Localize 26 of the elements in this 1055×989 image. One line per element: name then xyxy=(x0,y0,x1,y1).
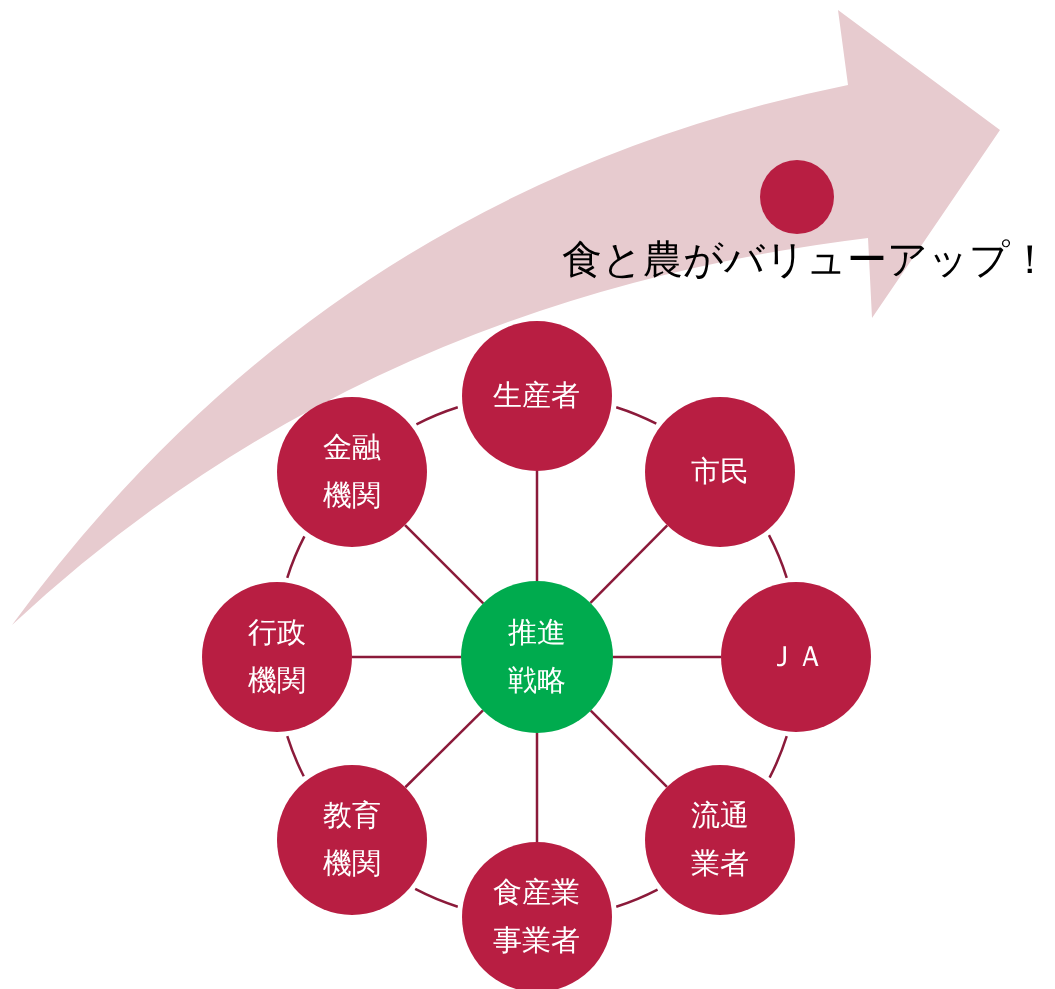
spoke-line xyxy=(535,733,539,842)
circle-label: 生産者 xyxy=(492,377,582,415)
ring-arc xyxy=(415,406,459,426)
ring-arc xyxy=(286,535,306,579)
ring-arc xyxy=(286,735,305,777)
circle-label: 金融機関 xyxy=(322,429,382,514)
ring-arc xyxy=(414,887,459,908)
circle-label: 市民 xyxy=(690,453,750,491)
ring-arc xyxy=(615,406,657,425)
circle-label: 行政機関 xyxy=(247,614,307,699)
spoke-line xyxy=(404,524,485,605)
spoke-line xyxy=(352,655,461,659)
circle-label: ＪＡ xyxy=(766,638,826,676)
circle-label: 教育機関 xyxy=(322,797,382,882)
circle-label: 推進戦略 xyxy=(507,614,567,699)
spoke-line xyxy=(589,709,668,788)
circle-label: 食産業事業者 xyxy=(492,874,582,959)
ring-arc xyxy=(768,735,788,779)
spoke-line xyxy=(589,524,669,604)
ring-arc xyxy=(615,888,659,908)
spoke-line xyxy=(404,709,484,789)
spoke-line xyxy=(613,655,721,659)
spoke-line xyxy=(535,471,539,581)
circle-label: 流通業者 xyxy=(690,797,750,882)
slogan-text: 食と農がバリューアップ！ xyxy=(562,235,1050,284)
ring-arc xyxy=(767,534,788,579)
